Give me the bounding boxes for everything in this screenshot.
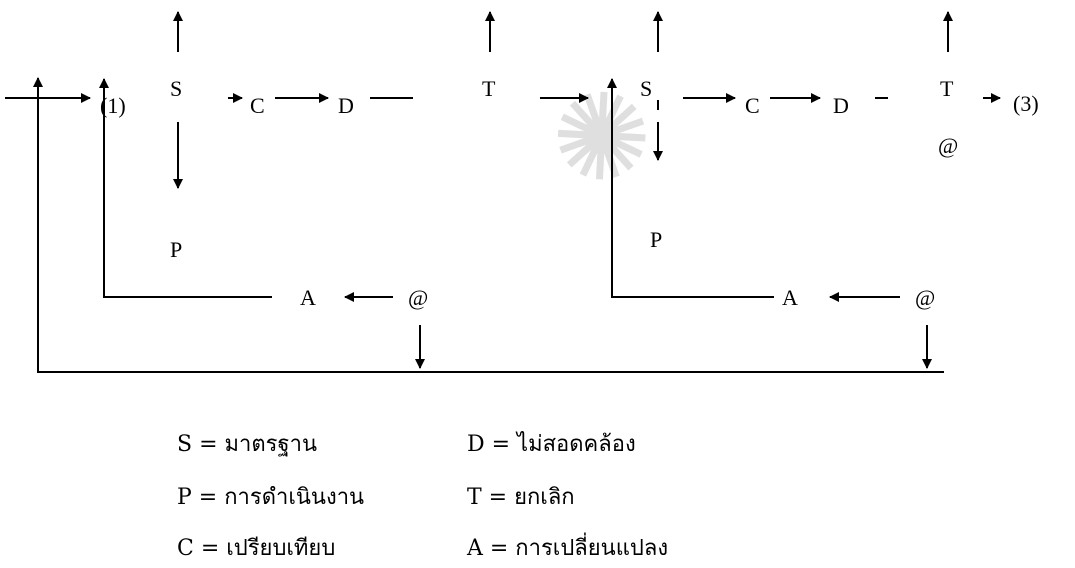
node-d1: D	[338, 93, 354, 118]
node-a2: A	[782, 285, 798, 310]
node-s1: S	[170, 76, 182, 101]
legend-s: S = มาตรฐาน	[177, 432, 317, 457]
node-at1: @	[408, 285, 428, 310]
bottom-return-line	[33, 77, 944, 373]
legend-t: T = ยกเลิก	[467, 485, 575, 510]
node-at2: @	[915, 285, 935, 310]
node-p2: P	[650, 227, 662, 252]
node-p1: P	[170, 237, 182, 262]
node-a1: A	[300, 285, 316, 310]
node-c1: C	[250, 93, 265, 118]
node-t2: T	[940, 76, 954, 101]
loop-a2-to-s2	[607, 78, 774, 298]
node-d2: D	[833, 93, 849, 118]
legend-d: D = ไม่สอดคล้อง	[467, 432, 636, 457]
node-end: (3)	[1013, 91, 1039, 116]
node-t1: T	[482, 76, 496, 101]
legend-a: A = การเปลี่ยนแปลง	[467, 536, 669, 561]
legend-p: P = การดำเนินงาน	[177, 485, 365, 510]
node-s2: S	[640, 76, 652, 101]
node-start: (1)	[100, 93, 126, 118]
node-c2: C	[745, 93, 760, 118]
node-at3: @	[938, 133, 958, 158]
loop-a1-to-start	[99, 78, 272, 298]
legend-c: C = เปรียบเทียบ	[177, 536, 336, 561]
